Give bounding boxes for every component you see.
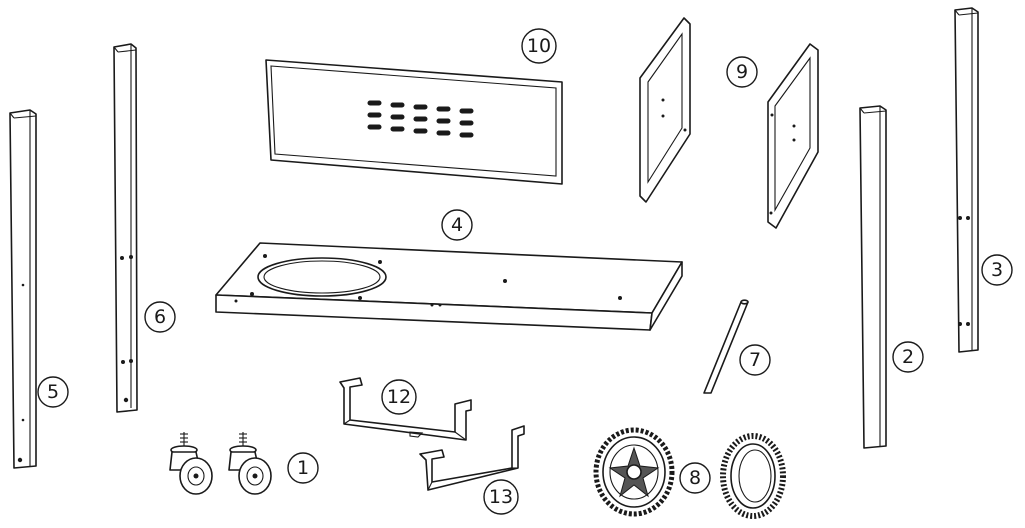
callout-13-label: 13 xyxy=(489,486,513,508)
side-frame-9-right xyxy=(767,43,819,229)
callout-2: 2 xyxy=(892,341,924,373)
leg-6 xyxy=(113,43,138,413)
callout-10: 10 xyxy=(521,28,557,64)
callout-9: 9 xyxy=(726,56,758,88)
callout-10-label: 10 xyxy=(527,35,551,57)
callout-5-label: 5 xyxy=(47,381,59,403)
callout-5: 5 xyxy=(37,376,69,408)
callout-1-label: 1 xyxy=(297,457,309,479)
bracket-13 xyxy=(419,425,525,491)
callout-4-label: 4 xyxy=(451,214,463,236)
callout-6: 6 xyxy=(144,301,176,333)
wheel-8-front xyxy=(593,427,675,517)
side-frame-9-left xyxy=(639,17,691,203)
bracket-12 xyxy=(339,377,472,441)
leg-2 xyxy=(859,105,887,449)
callout-7: 7 xyxy=(739,344,771,376)
callout-8-label: 8 xyxy=(689,467,701,489)
callout-13: 13 xyxy=(483,479,519,515)
callout-9-label: 9 xyxy=(736,61,748,83)
caster-1-right xyxy=(228,432,272,495)
callout-1: 1 xyxy=(287,452,319,484)
caster-1-left xyxy=(169,432,213,495)
callout-3: 3 xyxy=(981,254,1013,286)
wheel-8-back xyxy=(720,433,786,519)
callout-2-label: 2 xyxy=(902,346,914,368)
axle-rod-7 xyxy=(703,299,749,394)
callout-12-label: 12 xyxy=(387,386,411,408)
callout-4: 4 xyxy=(441,209,473,241)
callout-7-label: 7 xyxy=(749,349,761,371)
callout-12: 12 xyxy=(381,379,417,415)
leg-5 xyxy=(9,109,37,469)
callout-3-label: 3 xyxy=(991,259,1003,281)
leg-3 xyxy=(954,7,979,353)
back-panel-10 xyxy=(265,59,563,185)
callout-6-label: 6 xyxy=(154,306,166,328)
callout-8: 8 xyxy=(679,462,711,494)
bottom-shelf-4 xyxy=(215,242,683,331)
